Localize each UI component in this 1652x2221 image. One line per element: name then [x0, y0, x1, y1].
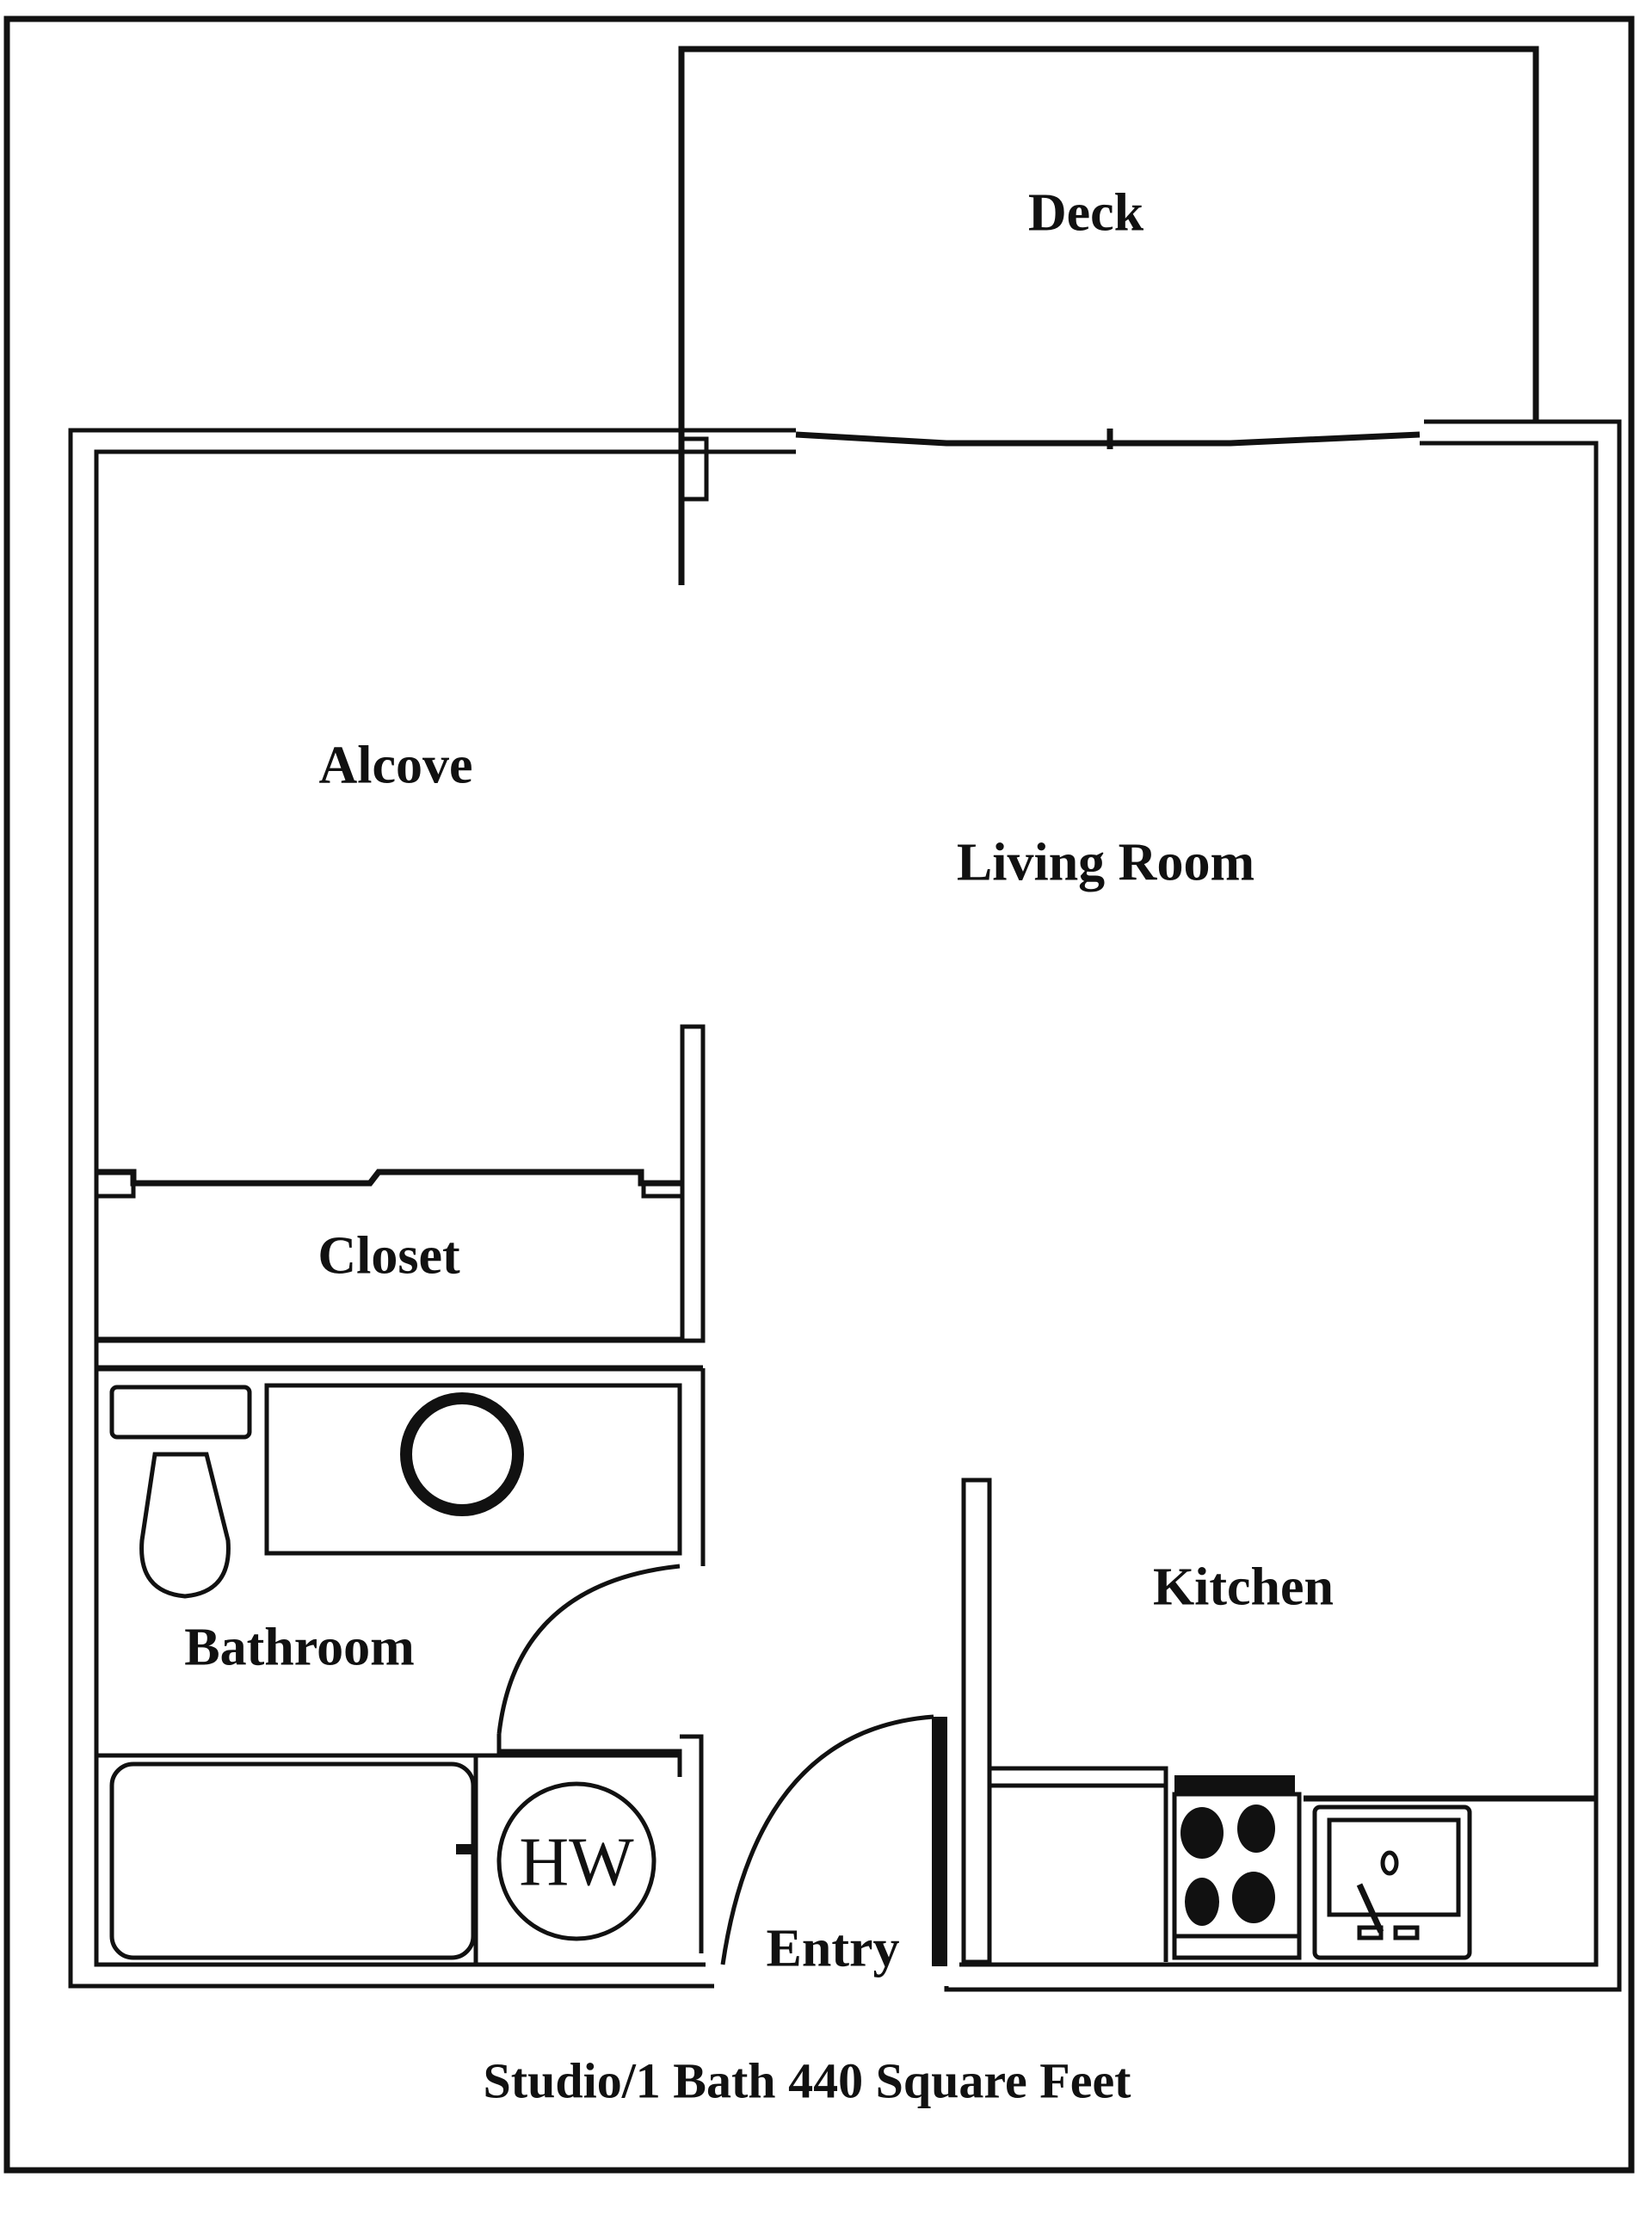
floor-plan-caption: Studio/1 Bath 440 Square Feet [483, 2052, 1131, 2109]
toilet-bowl [139, 1452, 231, 1599]
bathtub [109, 1761, 476, 1960]
water-heater [496, 1781, 656, 1941]
room-label-bathroom: Bathroom [184, 1618, 415, 1677]
burner [1185, 1878, 1219, 1926]
room-label-living-room: Living Room [956, 833, 1255, 892]
sink-basin [400, 1392, 524, 1516]
toilet-tank [109, 1385, 252, 1440]
room-label-kitchen: Kitchen [1152, 1558, 1335, 1617]
deck-outline [678, 46, 1539, 585]
exterior-walls [68, 419, 1622, 1992]
stove [1172, 1792, 1302, 1960]
bathroom-walls [96, 1368, 706, 1965]
page-border [3, 15, 1635, 2174]
entry-door-swing [720, 1714, 934, 1965]
bathroom-door-swing [496, 1564, 681, 1735]
kitchen-walls [961, 1478, 1596, 1965]
closet-walls [96, 1024, 706, 1372]
burner [1237, 1805, 1275, 1853]
room-label-closet: Closet [317, 1226, 460, 1286]
burner [1180, 1807, 1224, 1859]
sliding-door [795, 431, 1421, 447]
kitchen-sink [1312, 1805, 1472, 1960]
room-label-alcove: Alcove [318, 736, 473, 795]
vanity-counter [264, 1383, 682, 1556]
water-heater-label: HW [519, 1824, 634, 1901]
room-label-deck: Deck [1027, 183, 1144, 243]
burner [1232, 1872, 1275, 1923]
room-label-entry: Entry [766, 1919, 900, 1978]
entry-door [720, 1714, 947, 1966]
